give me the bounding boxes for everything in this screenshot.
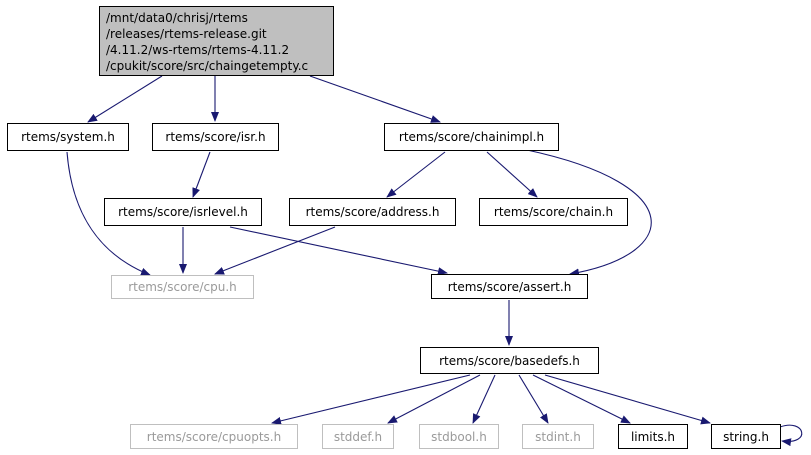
edge-address-cpu [214,226,336,275]
edge-chainimpl-assert [526,149,652,277]
node-isrlevel-h[interactable]: rtems/score/isrlevel.h [104,198,262,226]
node-cpuopts-h[interactable]: rtems/score/cpuopts.h [130,424,298,449]
root-line-3: /4.11.2/ws-rtems/rtems-4.11.2 [106,43,290,57]
node-string-h[interactable]: string.h [711,424,781,449]
edge-string-self [779,424,803,447]
edge-basedefs-limits [532,374,631,424]
root-file-node[interactable]: /mnt/data0/chrisj/rtems /releases/rtems-… [99,6,334,76]
edge-chainimpl-chain [486,151,538,198]
edge-root-chainimpl [309,75,441,123]
node-stdint-h[interactable]: stdint.h [522,424,594,449]
node-stddef-h[interactable]: stddef.h [322,424,394,449]
node-isr-h[interactable]: rtems/score/isr.h [152,123,279,151]
root-line-1: /mnt/data0/chrisj/rtems [106,11,248,25]
edge-chainimpl-address [386,151,446,198]
root-line-4: /cpukit/score/src/chaingetempty.c [106,59,309,73]
node-basedefs-h[interactable]: rtems/score/basedefs.h [420,347,599,374]
edge-basedefs-stddef [387,374,481,424]
root-line-2: /releases/rtems-release.git [106,27,267,41]
node-system-h[interactable]: rtems/system.h [7,123,129,151]
edge-basedefs-string [544,374,711,425]
node-chainimpl-h[interactable]: rtems/score/chainimpl.h [384,123,559,151]
edge-root-system [87,75,163,123]
edge-isr-isrlevel [192,151,211,198]
node-chain-h[interactable]: rtems/score/chain.h [479,198,628,226]
edge-basedefs-stdbool [472,374,496,424]
node-assert-h[interactable]: rtems/score/assert.h [431,274,588,299]
node-cpu-h[interactable]: rtems/score/cpu.h [111,275,254,299]
edge-basedefs-stdint [518,374,549,424]
edge-system-cpu [66,151,151,276]
node-stdbool-h[interactable]: stdbool.h [419,424,499,449]
node-address-h[interactable]: rtems/score/address.h [289,198,456,226]
edge-basedefs-cpuopts [271,374,471,425]
edge-isrlevel-assert [229,226,448,276]
node-limits-h[interactable]: limits.h [618,424,688,449]
